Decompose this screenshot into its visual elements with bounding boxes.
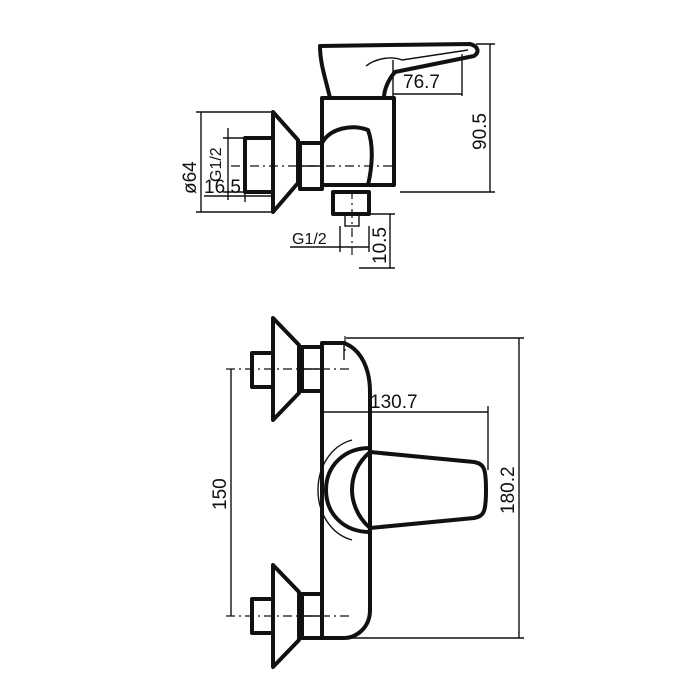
front-lever <box>350 450 488 530</box>
side-outlet <box>331 190 371 216</box>
front-view: 130.7 150 180.2 <box>210 316 524 669</box>
dim-total-height: 180.2 <box>498 466 519 514</box>
front-lever-hub <box>324 446 372 534</box>
dim-side-handle-width: 76.7 <box>403 72 440 93</box>
side-body-curve <box>320 125 374 187</box>
dim-diameter: ø64 <box>180 161 201 194</box>
dim-outlet-length: 10.5 <box>370 227 391 264</box>
side-connector <box>243 136 275 194</box>
side-body <box>320 96 396 187</box>
dim-offset: 16.5 <box>204 177 241 198</box>
side-lever <box>318 42 480 100</box>
front-body <box>320 341 372 640</box>
dim-center-distance: 150 <box>210 478 231 510</box>
dim-side-height: 90.5 <box>470 113 491 150</box>
side-view: 76.7 90.5 ø64 G1/2 16.5 G1/2 10.5 <box>180 42 495 269</box>
front-upper-connector <box>250 351 275 389</box>
side-wall-flange <box>271 110 300 214</box>
dim-thread-bottom: G1/2 <box>292 231 327 248</box>
dim-front-handle-width: 130.7 <box>370 392 418 413</box>
dim-thread-top: G1/2 <box>208 147 225 182</box>
